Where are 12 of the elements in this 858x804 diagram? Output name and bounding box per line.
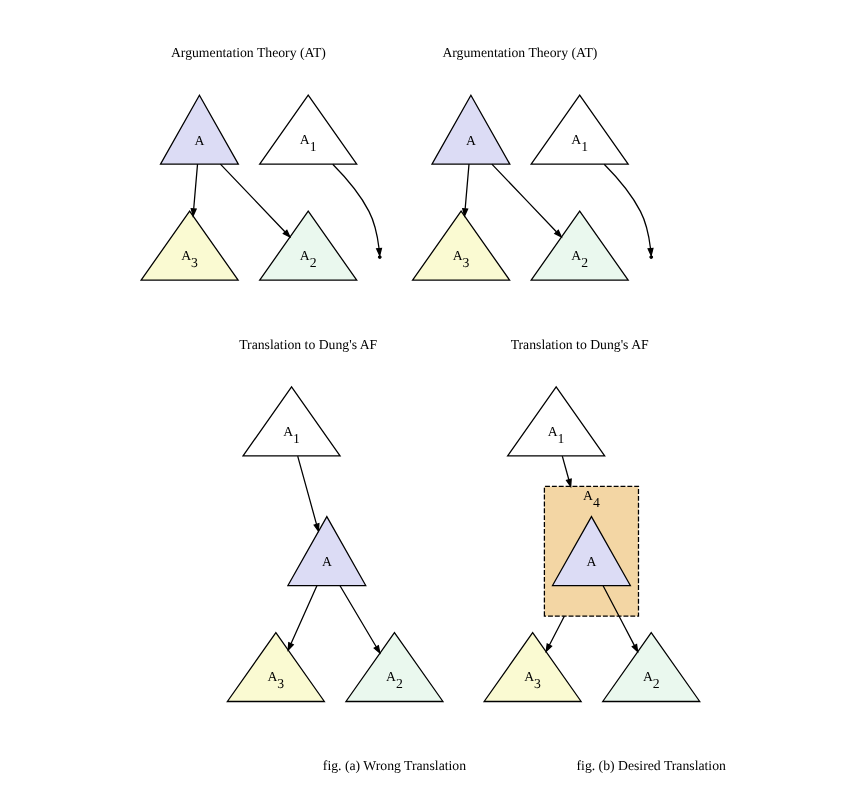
arrow (219, 163, 292, 239)
arrow (297, 455, 320, 533)
arrow (491, 163, 563, 239)
arrow (561, 455, 572, 489)
arrow (339, 584, 381, 655)
arrow (461, 163, 470, 218)
arrow (287, 584, 318, 652)
arrow (190, 163, 199, 218)
arrow (332, 163, 383, 258)
arrow (545, 615, 565, 653)
arrow (603, 163, 654, 258)
arrow (602, 584, 639, 654)
